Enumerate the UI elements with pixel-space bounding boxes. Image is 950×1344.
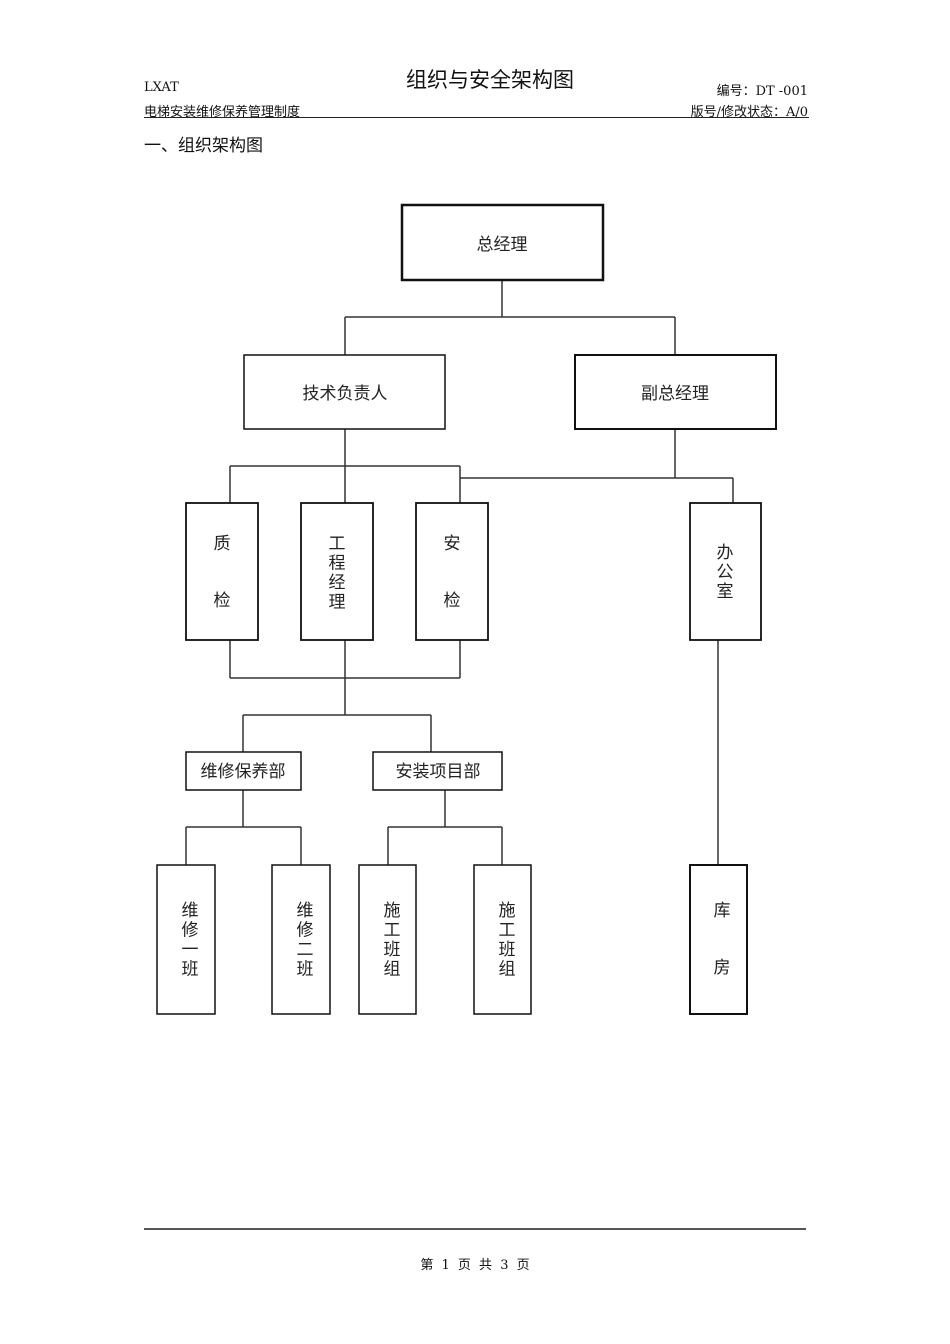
node-safety-label: 安检: [444, 534, 461, 611]
node-gm-label: 总经理: [477, 235, 528, 255]
label-char: 检: [214, 591, 231, 611]
label-char: 程: [329, 554, 346, 574]
label-char: 房: [714, 958, 731, 978]
footer-divider: [144, 1228, 806, 1230]
label-char: 工: [329, 534, 346, 554]
label-char: 班: [297, 960, 314, 980]
label-char: 班: [499, 940, 516, 960]
node-maint-team2-box: [271, 864, 331, 1015]
label-char: 一: [182, 940, 199, 960]
label-char: 公: [717, 563, 734, 583]
label-char: 经: [329, 573, 346, 593]
label-char: 修: [182, 921, 199, 941]
node-maint-team2-label: 维修二班: [297, 901, 314, 980]
node-office-box: [689, 502, 762, 641]
node-deputy-gm-box: [574, 354, 777, 430]
header-divider: [144, 117, 809, 118]
document-subtitle: 电梯安装维修保养管理制度: [144, 105, 301, 120]
node-office-label: 办公室: [717, 543, 734, 602]
label-char: 检: [444, 591, 461, 611]
section-title: 一、组织架构图: [144, 136, 263, 156]
label-char: 办: [717, 543, 734, 563]
label-char: 工: [384, 921, 401, 941]
document-title: 组织与安全架构图: [406, 68, 574, 92]
label-char: 班: [182, 960, 199, 980]
node-tech-lead-label: 技术负责人: [303, 384, 388, 404]
node-maintenance-dept-label: 维修保养部: [201, 762, 286, 782]
node-safety-box: [415, 502, 489, 641]
node-deputy-gm-label: 副总经理: [641, 384, 709, 404]
node-construction-b-label: 施工班组: [499, 901, 516, 980]
node-gm-box: [400, 203, 605, 282]
node-engineering-mgr-box: [300, 502, 374, 641]
label-char: 质: [214, 534, 231, 554]
label-char: 安: [444, 534, 461, 554]
node-construction-a-box: [358, 864, 417, 1015]
node-install-dept-box: [372, 751, 503, 791]
node-construction-b-box: [473, 864, 532, 1015]
label-char: 维: [182, 901, 199, 921]
node-maint-team1-box: [156, 864, 216, 1015]
node-warehouse-box: [689, 864, 748, 1015]
label-char: 施: [499, 901, 516, 921]
node-engineering-mgr-label: 工程经理: [329, 534, 346, 613]
node-warehouse-label: 库房: [714, 901, 731, 978]
version-status: 版号/修改状态：A/0: [690, 105, 808, 120]
connectors: [185, 280, 734, 865]
node-tech-lead-box: [243, 354, 446, 430]
label-char: 修: [297, 921, 314, 941]
label-char: 工: [499, 921, 516, 941]
company-code: LXAT: [144, 80, 179, 95]
label-char: 理: [329, 593, 346, 613]
label-char: 施: [384, 901, 401, 921]
node-install-dept-label: 安装项目部: [396, 762, 481, 782]
label-char: 室: [717, 582, 734, 602]
page-number: 第 1 页 共 3 页: [420, 1258, 530, 1273]
node-construction-a-label: 施工班组: [384, 901, 401, 980]
node-quality-label: 质检: [214, 534, 231, 611]
document-number: 编号：DT -001: [716, 84, 808, 99]
label-char: 组: [384, 960, 401, 980]
node-quality-box: [185, 502, 259, 641]
node-maint-team1-label: 维修一班: [182, 901, 199, 980]
label-char: 班: [384, 940, 401, 960]
label-char: 组: [499, 960, 516, 980]
node-maintenance-dept-box: [185, 751, 302, 791]
label-char: 维: [297, 901, 314, 921]
label-char: 库: [714, 901, 731, 921]
label-char: 二: [297, 940, 314, 960]
